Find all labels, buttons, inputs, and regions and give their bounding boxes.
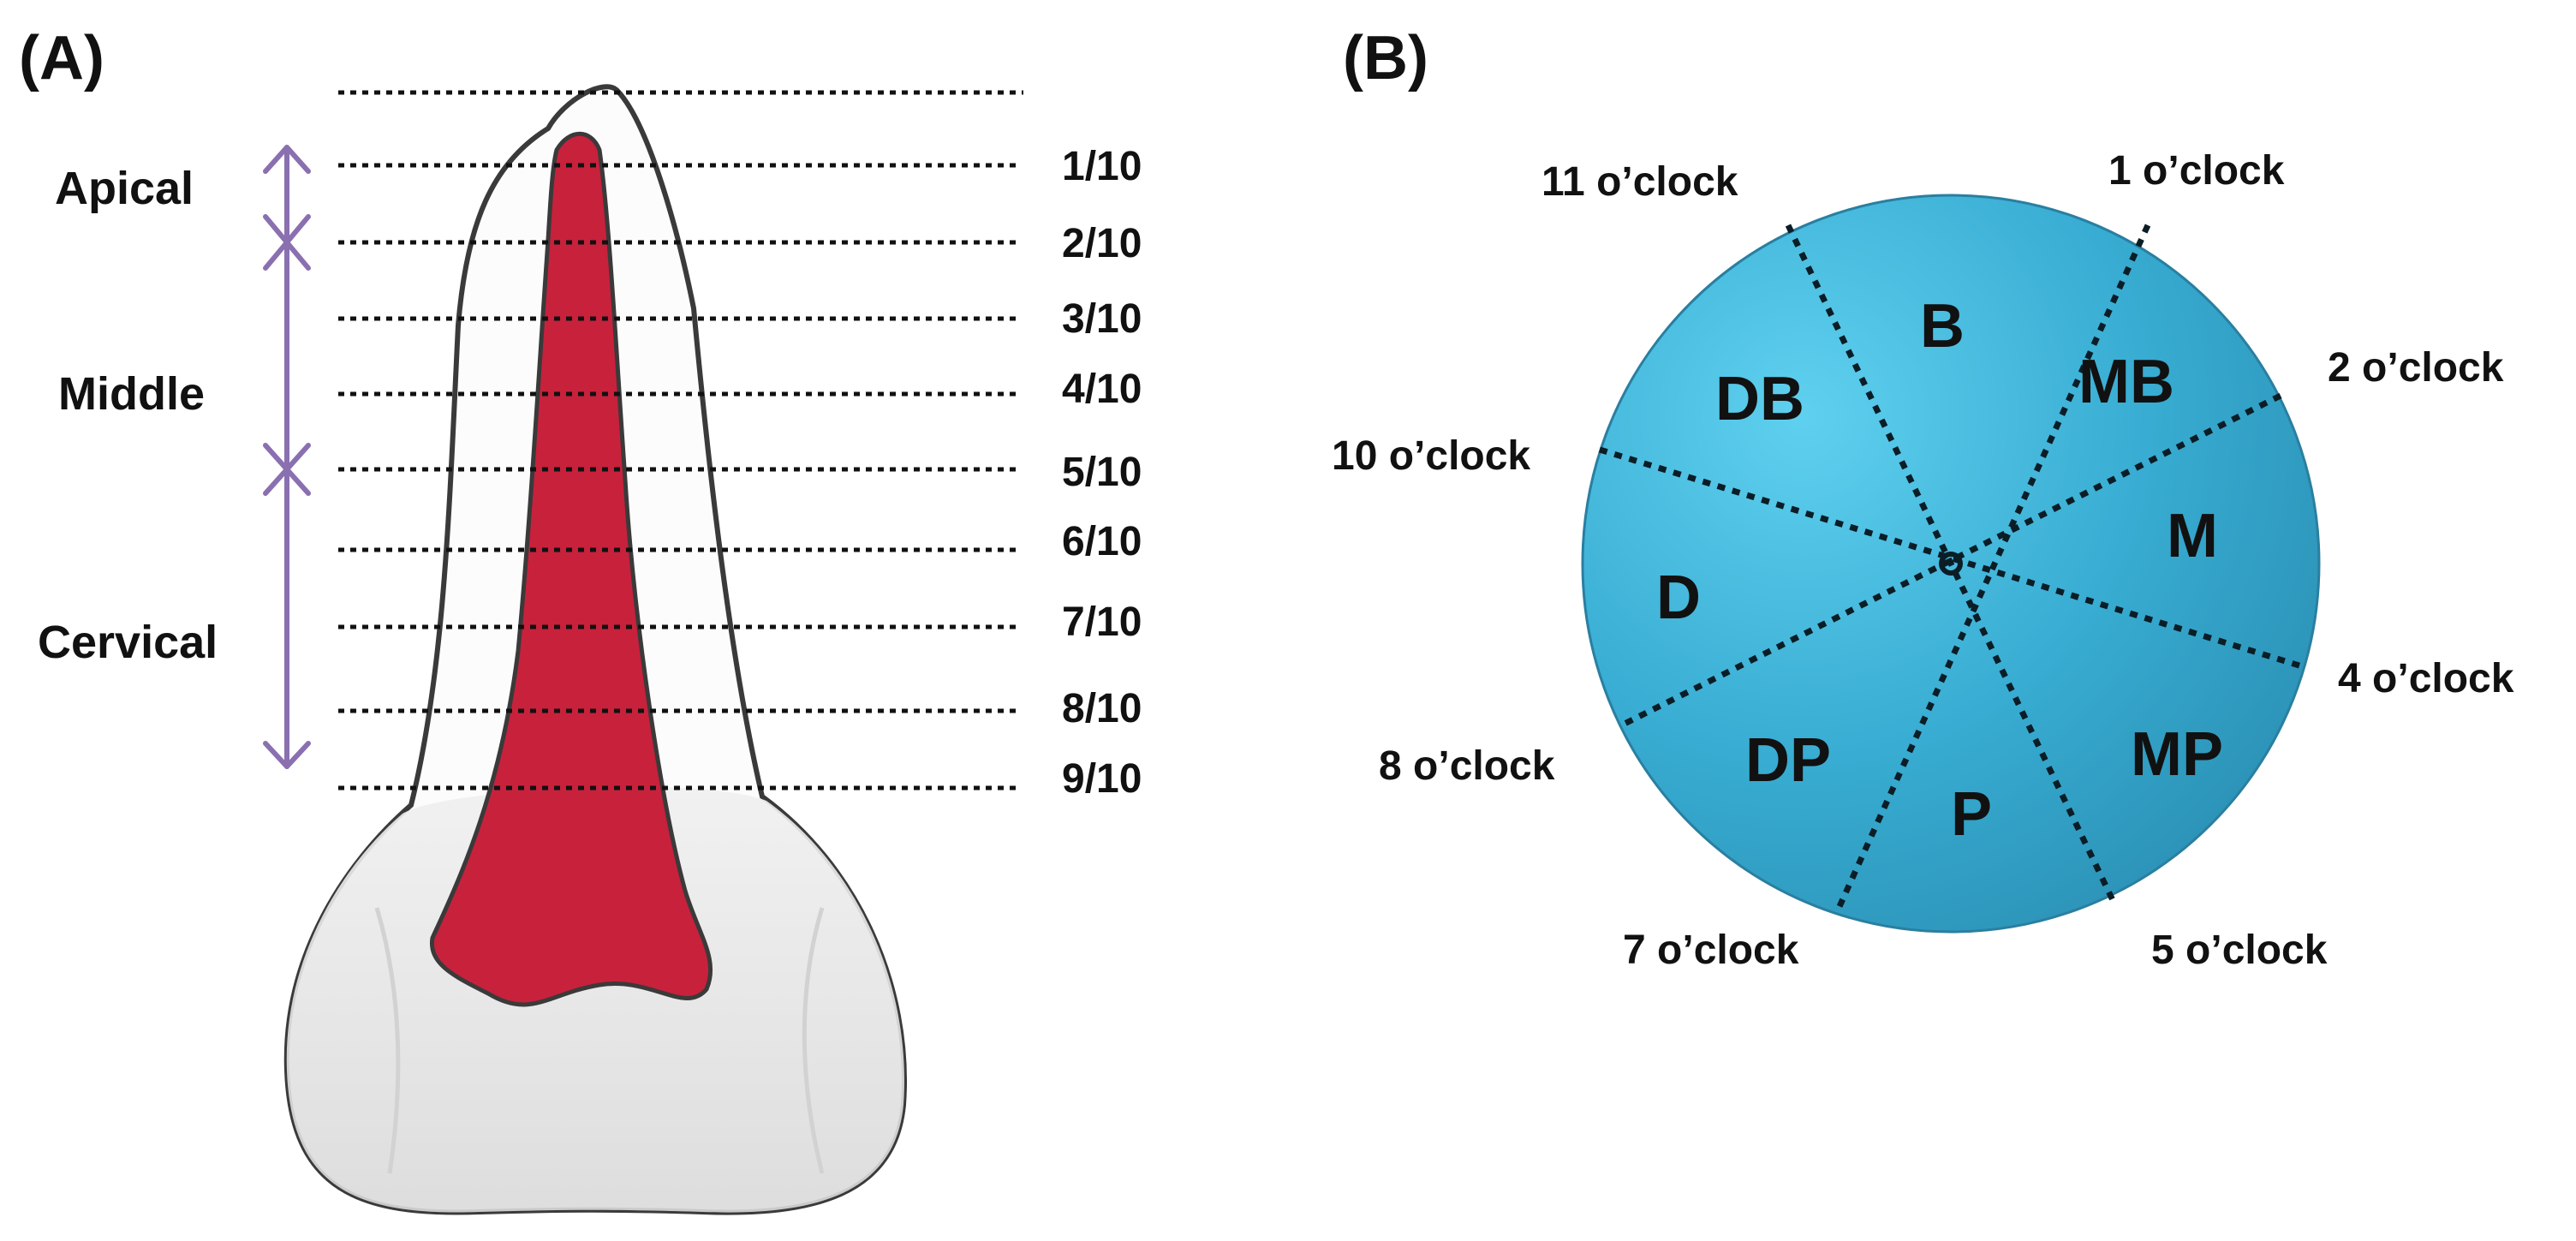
clock-label-4: 4 o’clock <box>2338 656 2514 701</box>
sector-label-b: B <box>1920 292 1965 361</box>
fraction-label-9: 9/10 <box>1062 756 1142 802</box>
sector-label-mp: MP <box>2131 720 2223 789</box>
arrowhead-apical-top <box>263 145 311 174</box>
arrowhead-cervical-top <box>263 467 311 496</box>
clock-label-10: 10 o’clock <box>1332 433 1530 479</box>
divider-1-to-7 <box>1834 224 2151 914</box>
center-pivot <box>1939 552 1963 576</box>
panel-b-label: (B) <box>1343 24 1428 92</box>
panel-a-label: (A) <box>19 24 104 92</box>
fraction-label-1: 1/10 <box>1062 144 1142 189</box>
sector-label-p: P <box>1951 780 1992 849</box>
fraction-label-2: 2/10 <box>1062 221 1142 266</box>
clock-label-11: 11 o’clock <box>1541 159 1738 205</box>
clock-label-5: 5 o’clock <box>2151 928 2328 973</box>
fraction-label-3: 3/10 <box>1062 296 1142 342</box>
arrowhead-middle-top <box>263 240 311 271</box>
crown-contour-2 <box>802 907 825 1174</box>
fraction-label-6: 6/10 <box>1062 519 1142 564</box>
crown-contour-1 <box>374 907 401 1174</box>
clock-label-7: 7 o’clock <box>1623 928 1799 973</box>
fraction-label-8: 8/10 <box>1062 686 1142 731</box>
sector-label-db: DB <box>1715 365 1804 433</box>
clock-label-8: 8 o’clock <box>1379 743 1555 789</box>
tooth-crown <box>286 786 905 1213</box>
zone-label-apical: Apical <box>55 163 194 214</box>
zone-label-middle: Middle <box>58 368 205 420</box>
panel-a: (A) 1/10 2/10 3/10 4/10 5/10 6/10 7/10 8… <box>19 24 1142 1215</box>
sector-label-mb: MB <box>2078 348 2174 416</box>
arrowhead-cervical-bottom <box>263 741 311 769</box>
clock-label-1: 1 o’clock <box>2108 148 2285 194</box>
sector-label-d: D <box>1656 564 1701 632</box>
panel-b: (B) B MB M MP P DP D DB 1 o’clock 2 o’cl… <box>1332 24 2514 973</box>
zone-arrows <box>263 145 311 769</box>
sector-label-dp: DP <box>1745 726 1831 795</box>
fraction-label-5: 5/10 <box>1062 450 1142 495</box>
zone-label-cervical: Cervical <box>38 617 218 668</box>
clock-label-2: 2 o’clock <box>2328 345 2504 391</box>
sector-label-m: M <box>2167 502 2218 570</box>
fraction-label-4: 4/10 <box>1062 367 1142 412</box>
fraction-label-7: 7/10 <box>1062 600 1142 645</box>
